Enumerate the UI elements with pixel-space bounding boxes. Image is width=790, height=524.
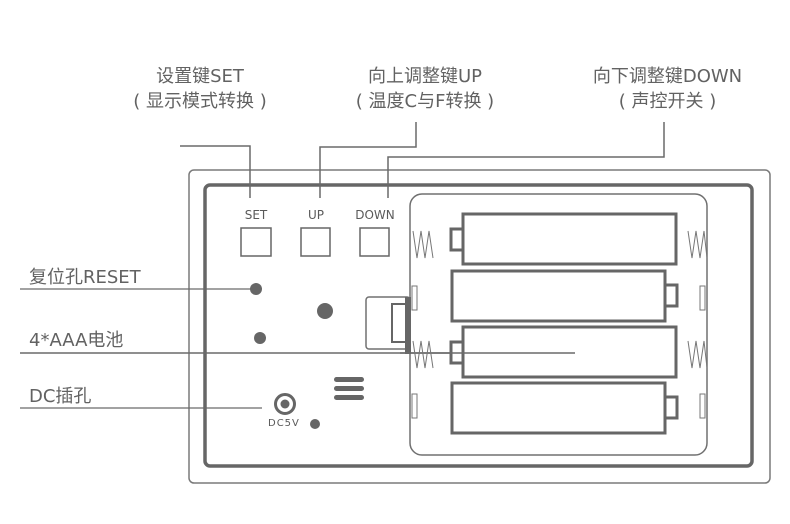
set-callout-title: 设置键SET (156, 66, 244, 87)
down-button[interactable] (359, 227, 390, 257)
down-button-label: DOWN (355, 208, 395, 222)
battery-4 (450, 381, 679, 435)
spring-right-1 (687, 230, 708, 259)
contact-right-1 (699, 285, 706, 311)
battery-label: 4*AAA电池 (29, 330, 124, 351)
battery-3 (449, 325, 678, 379)
reset-hole[interactable] (250, 283, 262, 295)
spring-left-1 (412, 230, 434, 259)
speaker-grille (334, 377, 364, 400)
down-leader-line (387, 122, 665, 198)
up-button-label: UP (307, 208, 325, 222)
contact-right-2 (699, 393, 706, 419)
mic-hole (317, 303, 333, 319)
down-callout: 向下调整键DOWN ( 声控开关 ) (560, 64, 775, 114)
reset-label: 复位孔RESET (29, 267, 141, 288)
outer-case (188, 169, 771, 484)
set-callout: 设置键SET ( 显示模式转换 ) (95, 64, 305, 114)
up-callout-subtitle: ( 温度C与F转换 ) (355, 91, 495, 112)
spring-left-2 (412, 340, 434, 369)
small-hole (254, 332, 266, 344)
up-button[interactable] (300, 227, 331, 257)
up-leader-line (319, 122, 417, 198)
battery-2 (450, 269, 679, 323)
set-leader-line (180, 145, 251, 198)
battery-latch[interactable] (365, 296, 411, 354)
set-button-label: SET (244, 208, 268, 222)
spring-right-2 (687, 340, 708, 369)
down-callout-subtitle: ( 声控开关 ) (618, 91, 717, 112)
up-callout-title: 向上调整键UP (367, 66, 483, 87)
dc-port[interactable] (274, 393, 296, 415)
up-callout: 向上调整键UP ( 温度C与F转换 ) (320, 64, 530, 114)
set-callout-subtitle: ( 显示模式转换 ) (133, 91, 267, 112)
contact-left-2 (411, 393, 418, 419)
contact-left-1 (411, 285, 418, 311)
inner-panel (203, 183, 754, 468)
down-callout-title: 向下调整键DOWN (592, 66, 743, 87)
dc5v-label: DC5V (268, 418, 300, 429)
led-dot (310, 419, 320, 429)
battery-1 (449, 212, 678, 266)
dc-label: DC插孔 (29, 386, 92, 407)
set-button[interactable] (240, 227, 272, 257)
